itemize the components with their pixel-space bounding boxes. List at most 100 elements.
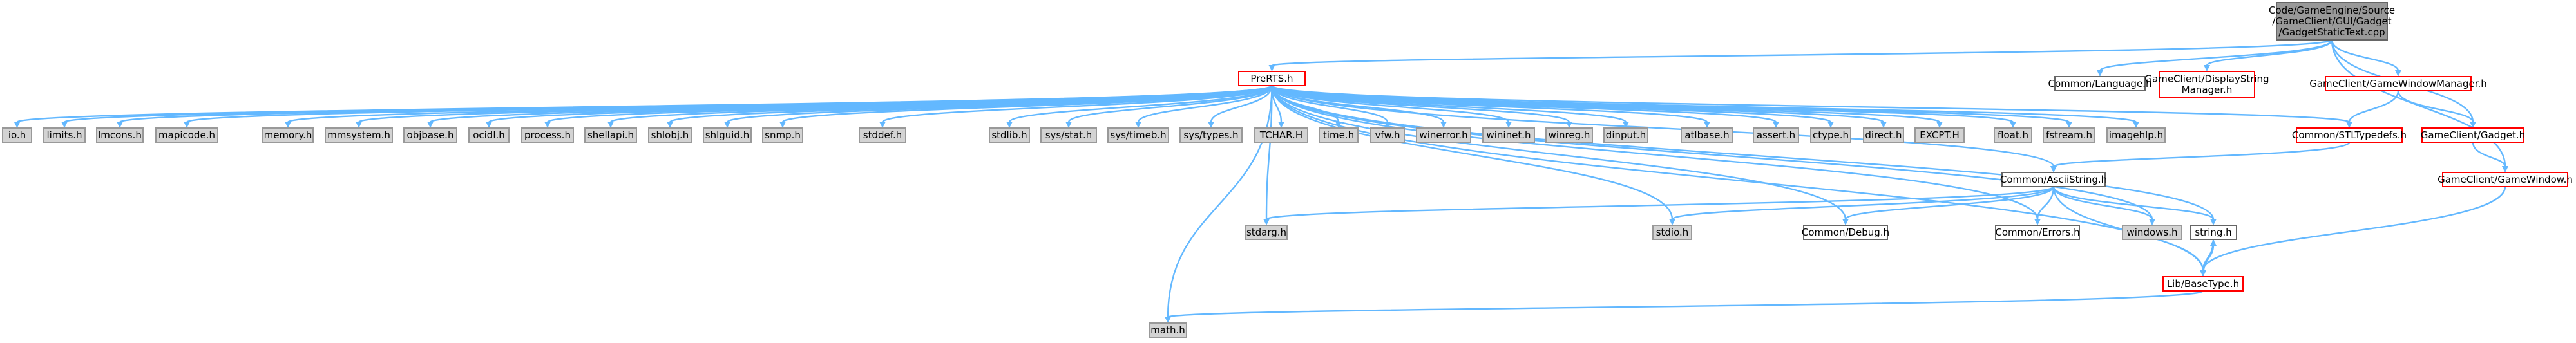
node-label-errors: Common/Errors.h (1995, 227, 2079, 238)
node-float[interactable]: float.h (1994, 127, 2032, 143)
node-root[interactable]: Code/GameEngine/Source/GameClient/GUI/Ga… (2269, 2, 2395, 41)
edge-prerts-to-stdlib (1008, 85, 1273, 124)
node-winreg[interactable]: winreg.h (1545, 127, 1593, 143)
node-dinput[interactable]: dinput.h (1603, 127, 1648, 143)
arrowhead-string-to-lib_basetype (2200, 270, 2206, 277)
node-snmp[interactable]: snmp.h (762, 127, 803, 143)
edge-prerts-to-stltypedefs (1271, 84, 2351, 124)
edge-gamewindow-to-lib_basetype (2202, 186, 2506, 272)
node-label-root: /GameClient/GUI/Gadget (2272, 15, 2391, 27)
node-string[interactable]: string.h (2190, 225, 2237, 240)
node-stdarg[interactable]: stdarg.h (1245, 225, 1288, 240)
node-box-lmcons (96, 127, 144, 143)
node-stdlib[interactable]: stdlib.h (989, 127, 1030, 143)
node-assert[interactable]: assert.h (1753, 127, 1799, 143)
node-label-language: Common/Language.h (2048, 78, 2152, 89)
node-debug[interactable]: Common/Debug.h (1802, 225, 1889, 240)
node-box-objbase (403, 127, 457, 143)
node-label-string: string.h (2195, 227, 2231, 238)
node-gamewindow[interactable]: GameClient/GameWindow.h (2438, 172, 2573, 187)
node-prerts[interactable]: PreRTS.h (1238, 71, 1306, 86)
node-fstream[interactable]: fstream.h (2043, 127, 2095, 143)
edge-root-to-language (2099, 39, 2333, 72)
arrowhead-asciistring-to-debug (1842, 219, 1849, 225)
node-label-winerror: winerror.h (1419, 129, 1467, 141)
node-systypes[interactable]: sys/types.h (1179, 127, 1243, 143)
node-gamewindowmgr[interactable]: GameClient/GameWindowManager.h (2309, 76, 2487, 91)
arrowhead-prerts-to-shlguid (724, 122, 730, 128)
node-time[interactable]: time.h (1319, 127, 1359, 143)
node-label-float: float.h (1998, 129, 2028, 141)
node-winerror[interactable]: winerror.h (1416, 127, 1471, 143)
node-box-windows (2122, 225, 2182, 240)
node-stddef[interactable]: stddef.h (859, 127, 906, 143)
node-lmcons[interactable]: lmcons.h (96, 127, 144, 143)
node-memory[interactable]: memory.h (262, 127, 314, 143)
node-mapicode[interactable]: mapicode.h (155, 127, 218, 143)
node-io[interactable]: io.h (2, 127, 32, 143)
arrowhead-prerts-to-stddef (879, 122, 886, 128)
node-label-shlguid: shlguid.h (705, 129, 749, 141)
edge-root-to-displaystringmgr (2206, 39, 2333, 67)
edge-prerts-to-stdarg (1265, 85, 1273, 220)
node-process[interactable]: process.h (521, 127, 574, 143)
node-direct[interactable]: direct.h (1863, 127, 1904, 143)
node-gadget[interactable]: GameClient/Gadget.h (2421, 127, 2525, 143)
edge-asciistring-to-debug (1844, 186, 2055, 221)
node-objbase[interactable]: objbase.h (403, 127, 457, 143)
arrowhead-prerts-to-float (2010, 122, 2016, 128)
node-ctype[interactable]: ctype.h (1810, 127, 1851, 143)
arrowhead-root-to-prerts (1268, 65, 1275, 71)
node-label-gamewindowmgr: GameClient/GameWindowManager.h (2309, 78, 2487, 89)
node-math[interactable]: math.h (1149, 322, 1187, 338)
node-errors[interactable]: Common/Errors.h (1995, 225, 2080, 240)
node-windows[interactable]: windows.h (2122, 225, 2182, 240)
arrowhead-prerts-to-excpt (1936, 122, 1943, 128)
arrowhead-prerts-to-shlobj (667, 122, 673, 128)
node-tchar[interactable]: TCHAR.H (1254, 127, 1308, 143)
node-shlobj[interactable]: shlobj.h (648, 127, 692, 143)
node-vfw[interactable]: vfw.h (1370, 127, 1405, 143)
node-imagehlp[interactable]: imagehlp.h (2106, 127, 2166, 143)
edge-asciistring-to-stdio (1671, 185, 2055, 221)
edge-string-to-lib_basetype (2202, 239, 2215, 272)
arrowhead-prerts-to-io (14, 122, 21, 128)
node-stltypedefs[interactable]: Common/STLTypedefs.h (2292, 127, 2407, 143)
node-lib_basetype[interactable]: Lib/BaseType.h (2162, 276, 2244, 292)
node-limits[interactable]: limits.h (43, 127, 86, 143)
node-label-asciistring: Common/AsciiString.h (2000, 174, 2107, 185)
node-mmsystem[interactable]: mmsystem.h (325, 127, 393, 143)
arrowhead-prerts-to-assert (1773, 122, 1779, 128)
node-excpt[interactable]: EXCPT.H (1914, 127, 1965, 143)
node-sysstat[interactable]: sys/stat.h (1040, 127, 1097, 143)
node-box-shlobj (648, 127, 692, 143)
node-box-ctype (1810, 127, 1851, 143)
node-box-mmsystem (325, 127, 393, 143)
node-asciistring[interactable]: Common/AsciiString.h (2000, 172, 2107, 187)
edge-prerts-to-systimeb (1137, 85, 1273, 123)
node-shellapi[interactable]: shellapi.h (584, 127, 637, 143)
node-label-prerts: PreRTS.h (1250, 73, 1293, 84)
node-systimeb[interactable]: sys/timeb.h (1107, 127, 1169, 143)
node-atlbase[interactable]: atlbase.h (1681, 127, 1733, 143)
edge-stltypedefs-to-asciistring (2052, 141, 2351, 168)
node-wininet[interactable]: wininet.h (1482, 127, 1535, 143)
edge-prerts-to-windows (1271, 85, 2153, 220)
edge-prerts-to-math (1167, 85, 1273, 318)
node-label-sysstat: sys/stat.h (1045, 129, 1092, 141)
arrowhead-prerts-to-mapicode (184, 122, 190, 128)
arrowhead-prerts-to-atlbase (1704, 122, 1710, 128)
node-box-io (2, 127, 32, 143)
node-stdio[interactable]: stdio.h (1652, 225, 1692, 240)
node-box-systypes (1179, 127, 1243, 143)
node-box-winreg (1545, 127, 1593, 143)
node-shlguid[interactable]: shlguid.h (703, 127, 752, 143)
node-box-sysstat (1040, 127, 1097, 143)
node-language[interactable]: Common/Language.h (2048, 76, 2152, 91)
arrowhead-lib_basetype-to-math (1165, 317, 1171, 323)
node-label-vfw: vfw.h (1375, 129, 1400, 141)
arrowhead-root-to-displaystringmgr (2204, 65, 2210, 71)
node-box-gadget (2421, 127, 2524, 143)
node-ocidl[interactable]: ocidl.h (468, 127, 510, 143)
